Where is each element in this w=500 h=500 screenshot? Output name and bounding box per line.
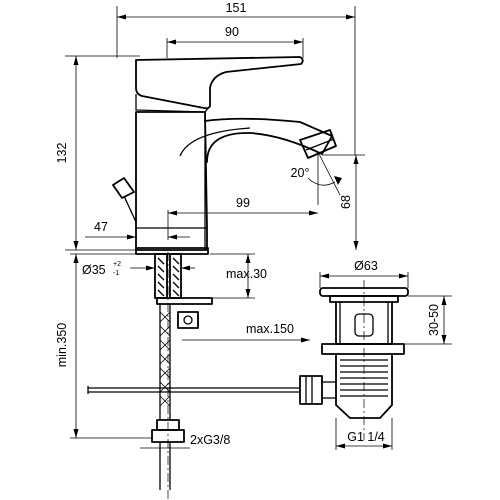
hose-thread-label: 2xG3/8 xyxy=(190,433,230,447)
hole-tol-upper: +2 xyxy=(113,261,121,268)
mounting-assembly xyxy=(87,252,300,500)
dimension-spout-height: 68 xyxy=(322,154,365,250)
faucet xyxy=(112,56,337,255)
dimension-min-hoses: min.350 xyxy=(55,253,152,439)
spout xyxy=(204,117,333,163)
waste-range-label: 30-50 xyxy=(427,304,441,336)
max-deck-label: max.30 xyxy=(226,267,267,281)
dimension-waste-thread: G1 1/4 xyxy=(335,418,393,450)
spout-reach-label: 99 xyxy=(236,196,250,210)
hole-diameter-label: Ø35 xyxy=(82,263,106,277)
dimension-overall-width: 151 xyxy=(116,1,356,155)
min-hoses-label: min.350 xyxy=(55,323,69,368)
dimension-hole-diameter: Ø35 +2 -1 xyxy=(82,261,195,277)
waste-diameter-label: Ø63 xyxy=(354,259,378,273)
dimension-height: 132 xyxy=(55,55,148,251)
lever-handle xyxy=(135,56,304,110)
waste-thread-label: G1 1/4 xyxy=(347,430,385,444)
spout-height-label: 68 xyxy=(339,195,353,209)
faucet-body xyxy=(135,111,208,251)
waste-assembly xyxy=(299,280,409,440)
lever-length-label: 90 xyxy=(225,25,239,39)
height-label: 132 xyxy=(55,143,69,164)
dimension-hose-thread: 2xG3/8 xyxy=(140,433,230,449)
dimension-lever-length: 90 xyxy=(166,25,304,58)
max-rod-label: max.150 xyxy=(246,322,294,336)
dimension-max-deck: max.30 xyxy=(210,253,267,299)
angle-label: 20° xyxy=(291,166,310,180)
aerator xyxy=(299,129,337,159)
hole-tol-lower: -1 xyxy=(113,270,119,277)
spout-angle: 20° xyxy=(291,151,342,205)
popup-rod-knob xyxy=(112,177,135,199)
dimension-spout-reach: 99 xyxy=(168,196,318,216)
width-label: 151 xyxy=(226,1,247,15)
lever-cartridge xyxy=(135,94,211,113)
dimension-waste-range: 30-50 xyxy=(404,295,452,345)
body-offset-label: 47 xyxy=(94,220,108,234)
fixing-plate xyxy=(156,297,213,305)
dimension-body-offset: 47 xyxy=(85,210,190,240)
dimension-max-rod: max.150 xyxy=(182,322,310,343)
dimension-waste-diameter: Ø63 xyxy=(319,259,409,288)
